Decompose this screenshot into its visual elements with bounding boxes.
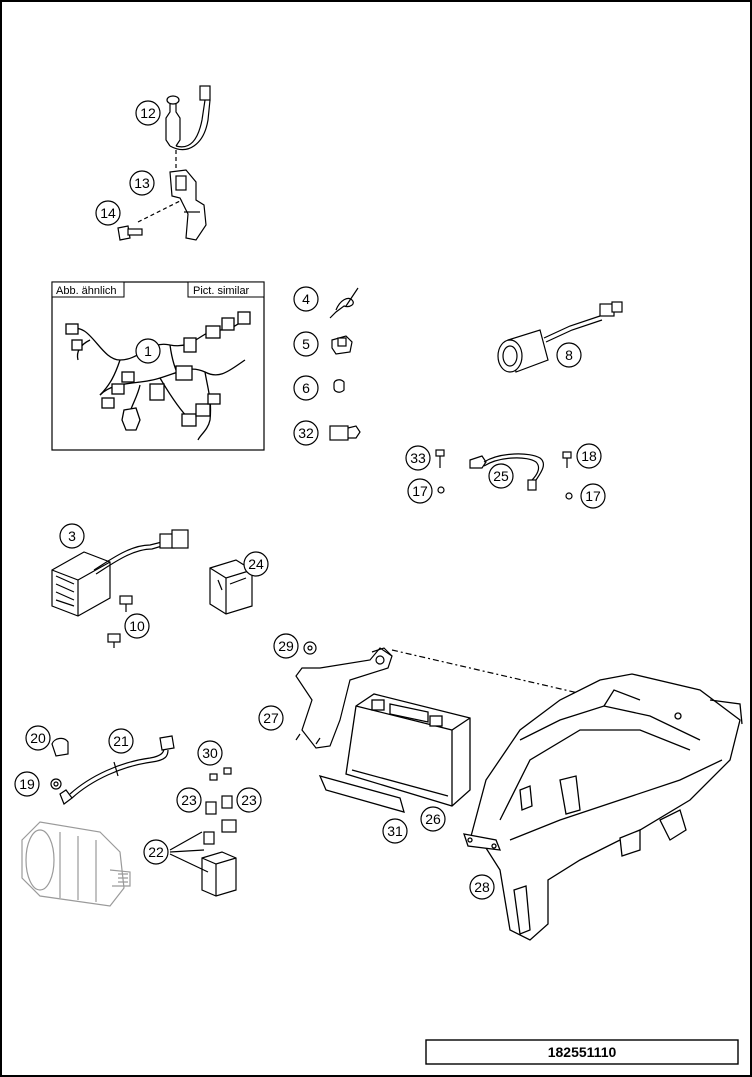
drawing-number-box	[425, 1039, 739, 1065]
svg-text:26: 26	[425, 811, 441, 827]
battery-holder-drawing	[295, 641, 679, 749]
svg-text:17: 17	[412, 483, 428, 499]
svg-text:5: 5	[302, 336, 310, 352]
callout-26: 26	[420, 806, 446, 832]
callout-22: 22	[143, 839, 169, 865]
svg-text:10: 10	[129, 618, 145, 634]
inset-tab-right	[187, 281, 265, 298]
battery-drawing	[318, 693, 471, 813]
callout-25: 25	[488, 463, 514, 489]
svg-text:33: 33	[410, 450, 426, 466]
relay-box-drawing	[209, 559, 253, 615]
svg-text:30: 30	[202, 745, 218, 761]
callout-19: 19	[14, 771, 40, 797]
callout-23-right: 23	[236, 787, 262, 813]
callout-1: 1	[135, 338, 161, 364]
callout-31: 31	[382, 818, 408, 844]
callout-20: 20	[25, 725, 51, 751]
callout-14: 14	[95, 200, 121, 226]
callout-29: 29	[273, 633, 299, 659]
callout-13: 13	[129, 170, 155, 196]
svg-text:22: 22	[148, 844, 164, 860]
svg-text:24: 24	[248, 556, 264, 572]
svg-text:20: 20	[30, 730, 46, 746]
svg-text:12: 12	[140, 105, 156, 121]
callout-24: 24	[243, 551, 269, 577]
callout-23-left: 23	[176, 787, 202, 813]
inset-label-de: Abb. ähnlich	[56, 285, 117, 297]
svg-text:13: 13	[134, 175, 150, 191]
callout-30: 30	[197, 740, 223, 766]
svg-text:21: 21	[113, 733, 129, 749]
svg-text:18: 18	[581, 448, 597, 464]
svg-text:8: 8	[565, 347, 573, 363]
ground-cable-drawing	[435, 449, 573, 500]
svg-text:32: 32	[298, 425, 314, 441]
svg-text:23: 23	[241, 792, 257, 808]
callouts: 12 13 14 1 4 5 6 32 8 33 25 18 17 17 3 2…	[14, 100, 606, 900]
callout-10: 10	[124, 613, 150, 639]
callout-21: 21	[108, 728, 134, 754]
svg-text:4: 4	[302, 291, 310, 307]
callout-3: 3	[59, 523, 85, 549]
starter-cable-drawing	[50, 735, 175, 805]
callout-18: 18	[576, 443, 602, 469]
inset-frame	[51, 281, 265, 451]
inset-label-en: Pict. similar	[193, 285, 250, 297]
wiring-harness-drawing	[65, 311, 251, 441]
callout-28: 28	[469, 874, 495, 900]
horn-drawing	[497, 301, 623, 373]
svg-text:23: 23	[181, 792, 197, 808]
svg-text:6: 6	[302, 380, 310, 396]
callout-12: 12	[135, 100, 161, 126]
svg-text:25: 25	[493, 468, 509, 484]
callout-32: 32	[293, 420, 319, 446]
callout-17-left: 17	[407, 478, 433, 504]
small-parts-column	[329, 287, 361, 441]
drawing-number: 182551110	[548, 1044, 617, 1060]
voltage-regulator-drawing	[51, 529, 189, 648]
callout-27: 27	[258, 705, 284, 731]
callout-4: 4	[293, 286, 319, 312]
callout-17-right: 17	[580, 483, 606, 509]
airbox-drawing	[463, 673, 743, 941]
fuse-relay-drawing	[169, 767, 237, 897]
svg-text:3: 3	[68, 528, 76, 544]
inset-tab-left	[51, 281, 125, 298]
svg-text:28: 28	[474, 879, 490, 895]
callout-6: 6	[293, 375, 319, 401]
callout-5: 5	[293, 331, 319, 357]
svg-text:1: 1	[144, 343, 152, 359]
svg-text:14: 14	[100, 205, 116, 221]
svg-text:29: 29	[278, 638, 294, 654]
callout-33: 33	[405, 445, 431, 471]
kill-switch-drawing	[117, 85, 211, 241]
starter-motor-drawing	[21, 821, 131, 907]
svg-text:31: 31	[387, 823, 403, 839]
svg-text:19: 19	[19, 776, 35, 792]
svg-text:17: 17	[585, 488, 601, 504]
svg-text:27: 27	[263, 710, 279, 726]
callout-8: 8	[556, 342, 582, 368]
